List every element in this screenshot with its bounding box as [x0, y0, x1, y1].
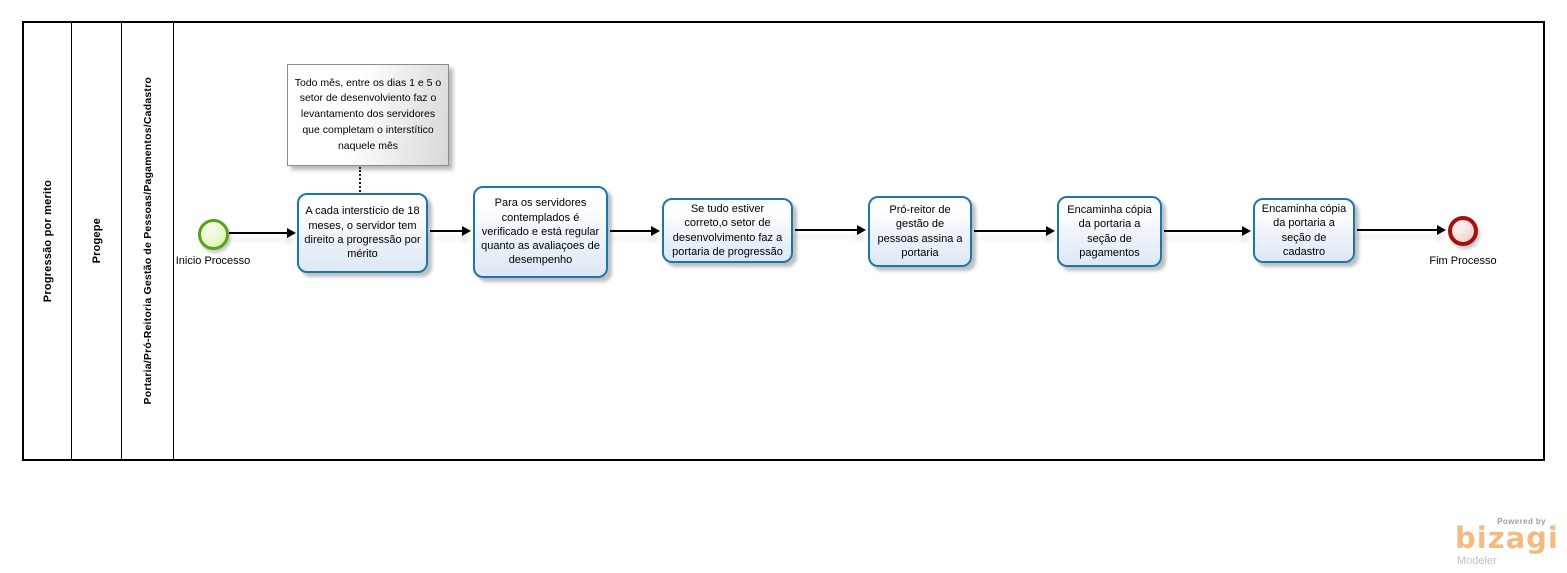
task-label: A cada interstício de 18 meses, o servid…: [304, 205, 421, 261]
bizagi-modeler-text: Modeler: [1457, 555, 1497, 567]
bizagi-branding: Powered by bizagi Modeler: [1455, 515, 1560, 570]
task-verificacao-avaliacoes[interactable]: Para os servidores contemplados é verifi…: [473, 186, 608, 278]
sequence-flow-arrow[interactable]: [229, 228, 296, 238]
task-label: Pró-reitor de gestão de pessoas assina a…: [877, 203, 963, 259]
association-connector[interactable]: [359, 167, 361, 192]
sequence-flow-arrow[interactable]: [430, 226, 471, 236]
powered-by-text: Powered by: [1497, 517, 1546, 526]
text-annotation-label: Todo mês, entre os dias 1 e 5 o setor de…: [294, 76, 442, 152]
task-label: Se tudo estiver correto,o setor de desen…: [672, 202, 783, 258]
lane-portaria[interactable]: Portaria/Pró-Reitoria Gestão de Pessoas/…: [122, 23, 174, 459]
sequence-flow-arrow[interactable]: [1357, 225, 1446, 235]
text-annotation[interactable]: Todo mês, entre os dias 1 e 5 o setor de…: [287, 64, 449, 166]
lane-progepe[interactable]: Progepe: [72, 23, 122, 459]
task-portaria-progressao[interactable]: Se tudo estiver correto,o setor de desen…: [662, 198, 793, 263]
sequence-flow-arrow[interactable]: [610, 226, 660, 236]
sequence-flow-arrow[interactable]: [974, 226, 1055, 236]
pool-header[interactable]: Progressão por merito: [24, 23, 72, 459]
task-copia-cadastro[interactable]: Encaminha cópia da portaria a seção de c…: [1253, 198, 1355, 263]
lane-portaria-label: Portaria/Pró-Reitoria Gestão de Pessoas/…: [141, 77, 154, 405]
task-intersticio-18-meses[interactable]: A cada interstício de 18 meses, o servid…: [297, 193, 428, 273]
start-event-label: Inicio Processo: [175, 255, 251, 267]
task-label: Para os servidores contemplados é verifi…: [481, 197, 600, 267]
task-pro-reitor-assina[interactable]: Pró-reitor de gestão de pessoas assina a…: [868, 196, 972, 267]
lane-progepe-label: Progepe: [90, 218, 103, 264]
bizagi-logo: bizagi: [1455, 521, 1559, 555]
task-label: Encaminha cópia da portaria a seção de p…: [1067, 203, 1152, 259]
sequence-flow-arrow[interactable]: [1164, 226, 1251, 236]
task-copia-pagamentos[interactable]: Encaminha cópia da portaria a seção de p…: [1057, 196, 1162, 267]
sequence-flow-arrow[interactable]: [795, 225, 866, 235]
task-label: Encaminha cópia da portaria a seção de c…: [1261, 202, 1347, 258]
start-event-circle[interactable]: [198, 219, 229, 250]
end-event-label: Fim Processo: [1429, 255, 1497, 267]
pool-label: Progressão por merito: [41, 179, 54, 303]
end-event-circle[interactable]: [1448, 216, 1478, 246]
